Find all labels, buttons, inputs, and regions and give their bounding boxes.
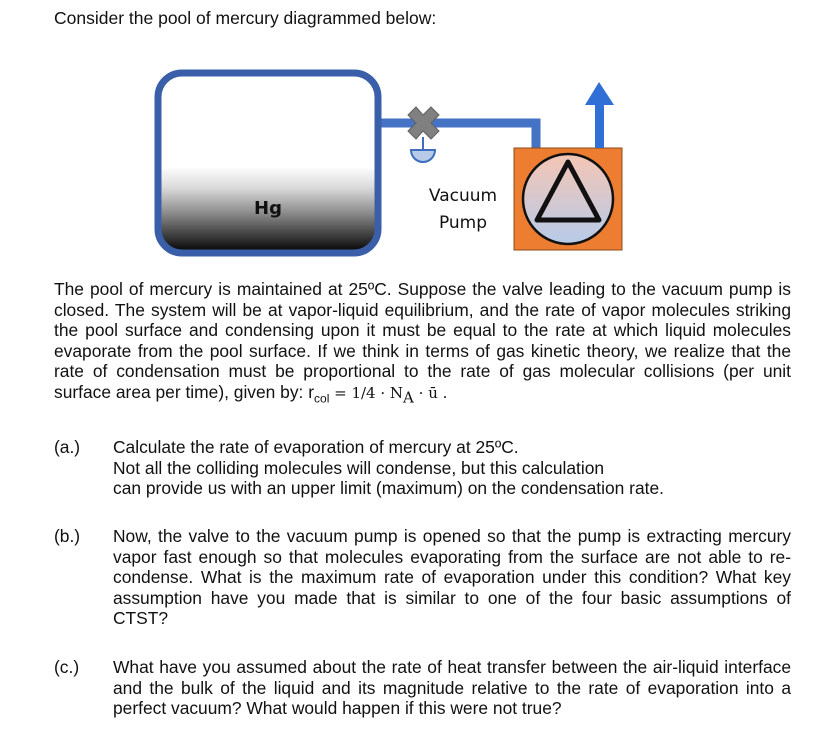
question-c-text: What have you assumed about the rate of … (113, 657, 791, 719)
formula-r: r (308, 381, 315, 402)
tank-label: Hg (254, 198, 282, 219)
mercury-tank (154, 69, 382, 257)
question-b-text: Now, the valve to the vacuum pump is ope… (113, 526, 791, 629)
mercury-pool-diagram: Hg Vacuum Pump (154, 69, 623, 257)
pump-label-line1: Vacuum (429, 186, 497, 206)
formula-tail: · ū . (413, 383, 448, 402)
exhaust-arrow-icon (585, 82, 614, 148)
question-b-label: (b.) (54, 526, 81, 546)
question-a-label: (a.) (54, 437, 81, 457)
intro-text: Consider the pool of mercury diagrammed … (54, 8, 437, 28)
question-c-label: (c.) (54, 657, 80, 677)
pipe (378, 118, 541, 148)
vacuum-pump-icon (513, 147, 623, 251)
paragraph-text: The pool of mercury is maintained at 25º… (54, 279, 791, 402)
pump-label-line2: Pump (439, 213, 487, 233)
question-a-line: can provide us with an upper limit (maxi… (113, 478, 664, 499)
valve-icon (407, 106, 440, 163)
question-a-line: Not all the colliding molecules will con… (113, 457, 605, 478)
formula-sub: col (314, 391, 330, 406)
question-a-text: Calculate the rate of evaporation of mer… (113, 437, 791, 499)
formula-rhs: = 1/4 · N (329, 383, 404, 402)
question-a-line: Calculate the rate of evaporation of mer… (113, 437, 519, 457)
formula-na-sub: A (403, 388, 414, 407)
collision-rate-formula: rcol = 1/4 · NA · ū . (308, 381, 448, 406)
problem-paragraph: The pool of mercury is maintained at 25º… (54, 279, 791, 409)
